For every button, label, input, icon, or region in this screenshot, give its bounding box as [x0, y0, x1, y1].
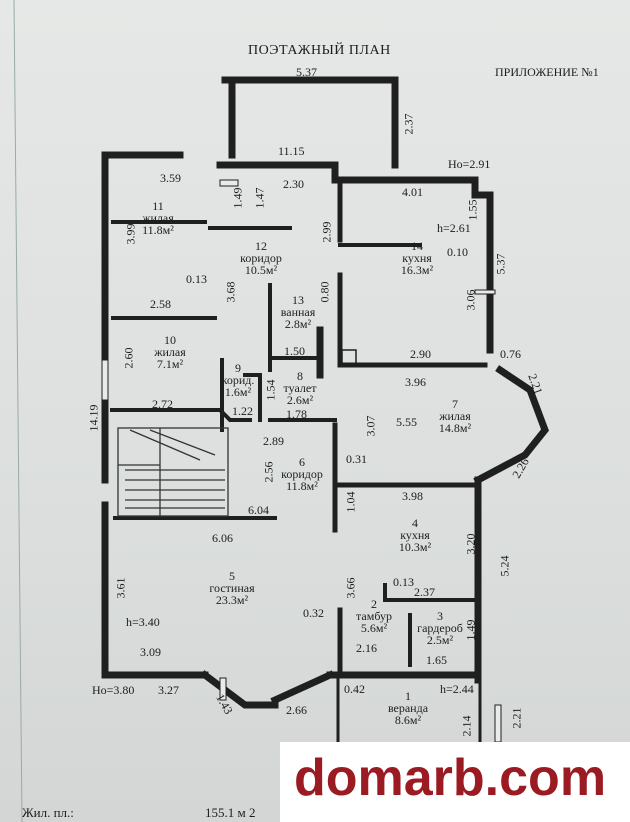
dim: 2.37: [401, 113, 416, 135]
int-wall: [383, 583, 477, 602]
dim: 5.37: [493, 253, 508, 275]
dim: h=2.61: [437, 221, 471, 235]
dim: 3.68: [223, 281, 238, 303]
dim: h=3.40: [126, 615, 160, 629]
dim: 0.80: [317, 281, 332, 303]
dim: 0.13: [186, 272, 207, 286]
dim: Ho=3.80: [92, 683, 135, 697]
dim: 2.56: [261, 461, 276, 483]
dim: 3.09: [140, 645, 161, 659]
dim: 1.49: [463, 619, 478, 641]
dim: 1.78: [286, 407, 307, 421]
bay-left: [200, 670, 279, 709]
dim: 0.31: [346, 452, 367, 466]
dim: 6.04: [248, 503, 269, 517]
dim: 2.66: [286, 703, 307, 717]
dim: h=2.44: [440, 682, 474, 696]
dim: 3.59: [160, 171, 181, 185]
staircase: [117, 427, 229, 517]
dim: 2.60: [121, 347, 136, 369]
watermark-text: domarb.com: [294, 749, 607, 807]
dim: 2.21: [509, 707, 524, 729]
dim: Ho=2.91: [448, 157, 491, 171]
sheet-edge: [13, 0, 23, 822]
living-area-value: 155.1 м 2: [205, 805, 256, 820]
dim: 0.42: [344, 682, 365, 696]
dim: 3.66: [343, 577, 358, 599]
porch-wall: [221, 76, 399, 169]
dim: 3.20: [463, 533, 478, 555]
dim: 2.30: [283, 177, 304, 191]
dim: 5.24: [497, 555, 512, 577]
dim: 14.19: [86, 404, 101, 432]
int-wall: [110, 408, 252, 422]
outer-wall-north-right: [331, 161, 494, 354]
dim: 1.47: [252, 187, 267, 209]
watermark: domarb.com: [280, 742, 630, 822]
outer-wall-west-lower: [101, 501, 209, 679]
dim: 1.49: [230, 187, 245, 209]
dim: 11.15: [278, 144, 305, 158]
dim: 2.89: [263, 434, 284, 448]
bath-vent: [341, 349, 357, 365]
bay-right: [270, 670, 335, 705]
dim: 0.32: [303, 606, 324, 620]
plan-title: ПОЭТАЖНЫЙ ПЛАН: [248, 43, 391, 58]
dim: 1.50: [284, 344, 305, 358]
dim: 3.98: [402, 489, 423, 503]
dim: 5.37: [296, 65, 317, 79]
dim: 2.37: [414, 585, 435, 599]
dim: 0.13: [393, 575, 414, 589]
dim: 3.06: [463, 289, 478, 311]
appendix-label: ПРИЛОЖЕНИЕ №1: [495, 65, 599, 79]
dim: 2.90: [410, 347, 431, 361]
int-wall: [337, 272, 488, 368]
dim: 3.99: [123, 223, 138, 245]
dim: 3.61: [113, 577, 128, 599]
dim: 1.04: [343, 491, 358, 513]
dim: 3.07: [363, 415, 378, 437]
dim: 2.99: [319, 221, 334, 243]
dim: 4.01: [402, 185, 423, 199]
windows: [101, 179, 502, 743]
dim: 0.76: [500, 347, 521, 361]
living-area-label: Жил. пл.:: [22, 805, 74, 820]
dim: 1.65: [426, 653, 447, 667]
dim: 1.54: [263, 379, 278, 401]
dim: 1.22: [232, 404, 253, 418]
dim: 0.10: [447, 245, 468, 259]
dim: 3.27: [158, 683, 179, 697]
dim: 6.06: [212, 531, 233, 545]
dim: 2.58: [150, 297, 171, 311]
dim: 3.96: [405, 375, 426, 389]
dim: 2.14: [459, 715, 474, 737]
east-bay: [473, 365, 549, 485]
walls: [101, 76, 549, 744]
dim: 2.16: [356, 641, 377, 655]
dim: 2.72: [152, 397, 173, 411]
dim: 5.55: [396, 415, 417, 429]
int-wall: [243, 373, 262, 422]
dim: 1.55: [465, 199, 480, 221]
